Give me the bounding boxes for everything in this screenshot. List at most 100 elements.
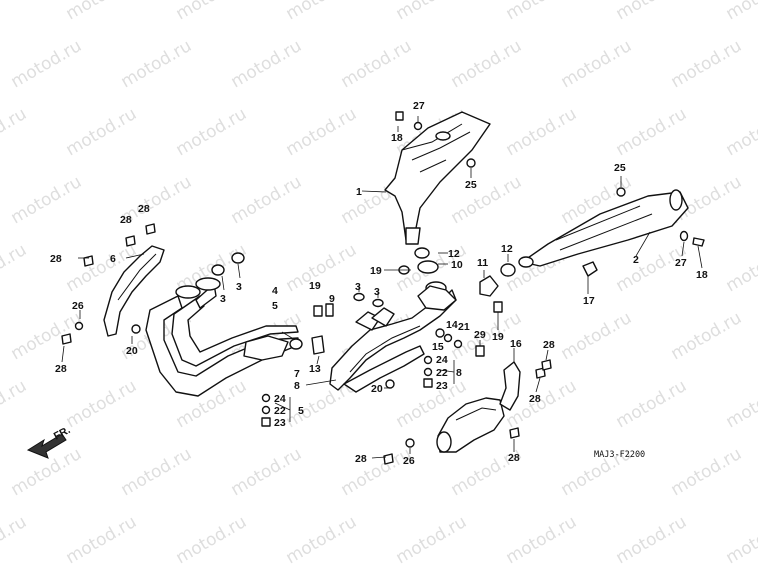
part-number-8: 8 [456, 367, 462, 379]
part-number-19: 19 [309, 280, 321, 292]
watermark-text: motod.ru [668, 36, 746, 92]
watermark-text: motod.ru [63, 512, 141, 568]
watermark-text: motod.ru [283, 512, 361, 568]
right-bracket-part [499, 361, 521, 411]
part-number-19: 19 [492, 331, 504, 343]
left-bracket-part [103, 245, 165, 337]
part-number-13: 13 [309, 363, 321, 375]
watermark-text: motod.ru [228, 172, 306, 228]
part-number-16: 16 [510, 338, 522, 350]
watermark-text: motod.ru [228, 36, 306, 92]
watermark-text: motod.ru [8, 36, 86, 92]
watermark-text: motod.ru [393, 512, 471, 568]
part-number-2: 2 [633, 254, 639, 266]
part-number-26: 26 [403, 455, 415, 467]
watermark-text: motod.ru [613, 0, 691, 24]
part-number-20: 20 [126, 345, 138, 357]
watermark-text: motod.ru [8, 308, 86, 364]
part-number-27: 27 [675, 257, 687, 269]
watermark-text: motod.ru [448, 308, 526, 364]
watermark-text: motod.ru [723, 512, 758, 568]
part-number-7: 7 [294, 368, 300, 380]
upper-muffler-part [384, 111, 491, 245]
part-number-28: 28 [55, 363, 67, 375]
watermark-text: motod.ru [118, 444, 196, 500]
part-number-5: 5 [298, 405, 304, 417]
part-number-4: 4 [272, 285, 278, 297]
watermark-text: motod.ru [668, 444, 746, 500]
lower-elbow-pipe-part [436, 397, 505, 453]
part-number-3: 3 [374, 286, 380, 298]
part-number-9: 9 [329, 293, 335, 305]
watermark-text: motod.ru [283, 240, 361, 296]
watermark-text: motod.ru [173, 104, 251, 160]
part-number-20: 20 [371, 383, 383, 395]
watermark-text: motod.ru [63, 104, 141, 160]
part-number-24: 24 [436, 354, 448, 366]
part-number-25: 25 [465, 179, 477, 191]
watermark-text: motod.ru [63, 376, 141, 432]
watermark-text: motod.ru [0, 0, 30, 24]
part-number-3: 3 [220, 293, 226, 305]
watermark-text: motod.ru [723, 376, 758, 432]
part-number-3: 3 [236, 281, 242, 293]
part-number-28: 28 [508, 452, 520, 464]
watermark-text: motod.ru [613, 104, 691, 160]
left-exhaust-pipe-part [145, 277, 303, 397]
watermark-text: motod.ru [283, 104, 361, 160]
watermark-text: motod.ru [668, 308, 746, 364]
leader-lines [61, 116, 703, 459]
watermark-text: motod.ru [0, 104, 30, 160]
part-number-28: 28 [529, 393, 541, 405]
part-number-22: 22 [274, 405, 286, 417]
watermark-text: motod.ru [723, 240, 758, 296]
part-number-15: 15 [432, 341, 444, 353]
part-number-8: 8 [294, 380, 300, 392]
watermark-text: motod.ru [228, 444, 306, 500]
center-exhaust-pipe-part [329, 281, 457, 393]
part-number-18: 18 [696, 269, 708, 281]
watermark-text: motod.ru [173, 512, 251, 568]
right-muffler-part [518, 189, 689, 268]
part-number-24: 24 [274, 393, 286, 405]
part-number-14: 14 [446, 319, 458, 331]
watermark-text: motod.ru [173, 0, 251, 24]
part-number-23: 23 [436, 380, 448, 392]
watermark-text: motod.ru [338, 444, 416, 500]
watermark-text: motod.ru [503, 512, 581, 568]
part-number-25: 25 [614, 162, 626, 174]
front-arrow-icon [26, 433, 67, 459]
watermark-text: motod.ru [448, 172, 526, 228]
part-number-28: 28 [138, 203, 150, 215]
part-number-23: 23 [274, 417, 286, 429]
part-number-22: 22 [436, 367, 448, 379]
part-number-29: 29 [474, 329, 486, 341]
watermark-text: motod.ru [63, 0, 141, 24]
watermark-text: motod.ru [448, 36, 526, 92]
watermark-text: motod.ru [723, 0, 758, 24]
watermark-text: motod.ru [0, 376, 30, 432]
part-number-28: 28 [543, 339, 555, 351]
part-number-28: 28 [50, 253, 62, 265]
watermark-text: motod.ru [503, 104, 581, 160]
watermark-text: motod.ru [503, 0, 581, 24]
watermark-text: motod.ru [0, 240, 30, 296]
watermark-text: motod.ru [613, 512, 691, 568]
part-number-10: 10 [451, 259, 463, 271]
part-number-28: 28 [355, 453, 367, 465]
watermark-text: motod.ru [8, 172, 86, 228]
part-number-17: 17 [583, 295, 595, 307]
part-number-18: 18 [391, 132, 403, 144]
watermark-text: motod.ru [0, 512, 30, 568]
watermark-text: motod.ru [338, 36, 416, 92]
part-number-27: 27 [413, 100, 425, 112]
part-number-12: 12 [448, 248, 460, 260]
watermark-text: motod.ru [558, 308, 636, 364]
watermark-text: motod.ru [613, 376, 691, 432]
part-number-19: 19 [370, 265, 382, 277]
part-number-3: 3 [355, 281, 361, 293]
watermark-text: motod.ru [723, 104, 758, 160]
